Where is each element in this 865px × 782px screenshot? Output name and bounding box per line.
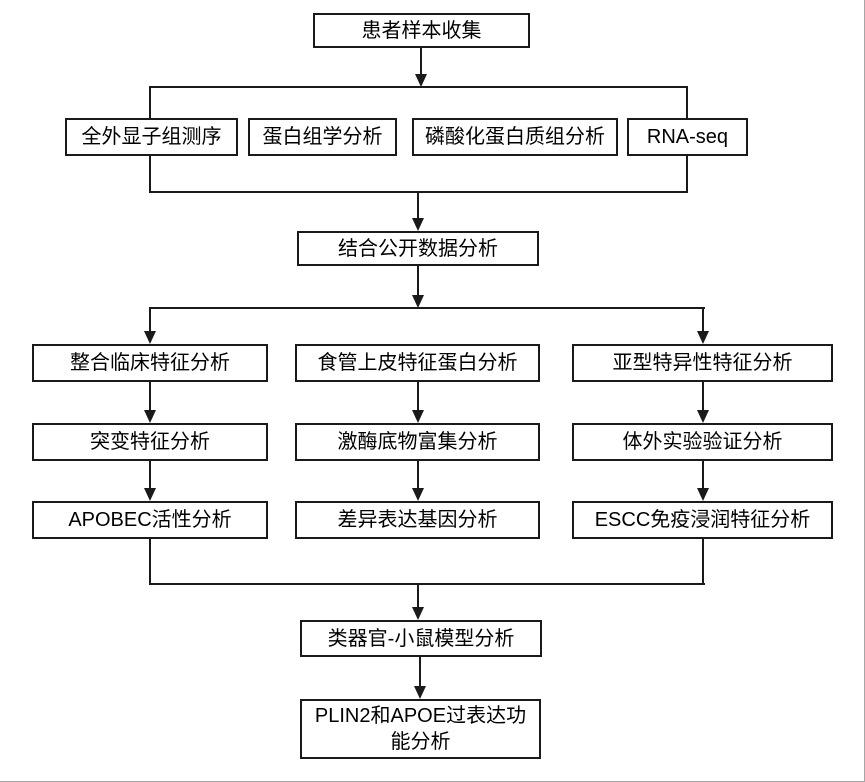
connector-kinase-to-deg — [417, 461, 419, 490]
arrow-down-icon — [414, 686, 426, 699]
node-label: ESCC免疫浸润特征分析 — [594, 509, 811, 531]
node-proteomics: 蛋白组学分析 — [248, 118, 397, 156]
node-label: 类器官-小鼠模型分析 — [327, 627, 515, 650]
node-label: 食管上皮特征蛋白分析 — [317, 352, 518, 374]
node-whole-exome-sequencing: 全外显子组测序 — [65, 118, 238, 156]
arrow-down-icon — [412, 607, 424, 620]
arrow-down-icon — [144, 331, 156, 344]
node-rna-seq: RNA-seq — [627, 118, 748, 156]
connector-mutation-to-apobec — [149, 461, 151, 490]
branch-line-top — [149, 86, 688, 88]
arrow-down-icon — [415, 74, 427, 87]
arrow-down-icon — [412, 218, 424, 231]
arrow-down-icon — [412, 488, 424, 501]
node-apobec-activity: APOBEC活性分析 — [32, 501, 268, 539]
node-label: PLIN2和APOE过表达功 能分析 — [315, 703, 526, 755]
connector-to-public-data — [417, 193, 419, 220]
merge-line — [149, 583, 705, 585]
node-mutation-signature: 突变特征分析 — [32, 423, 268, 461]
node-plin2-apoe-overexpression: PLIN2和APOE过表达功 能分析 — [300, 699, 541, 759]
node-label: 磷酸化蛋白质组分析 — [425, 126, 605, 148]
node-epithelial-proteins: 食管上皮特征蛋白分析 — [295, 344, 540, 382]
node-label: RNA-seq — [646, 126, 729, 148]
connector-subtype-to-invitro — [702, 382, 704, 412]
arrow-down-icon — [144, 488, 156, 501]
connector-patient-to-branch — [420, 48, 422, 78]
connector-apobec-down — [149, 539, 151, 585]
node-label: 亚型特异性特征分析 — [612, 352, 793, 374]
connector-invitro-to-immune — [702, 461, 704, 490]
connector-epithelial-to-kinase — [417, 382, 419, 412]
arrow-down-icon — [412, 295, 424, 308]
arrow-down-icon — [697, 488, 709, 501]
arrow-down-icon — [697, 331, 709, 344]
node-label: 患者样本收集 — [361, 19, 482, 42]
node-escc-immune-infiltration: ESCC免疫浸润特征分析 — [572, 501, 833, 539]
node-organoid-mouse-model: 类器官-小鼠模型分析 — [300, 620, 542, 657]
split-line — [149, 307, 705, 309]
node-kinase-substrate-enrichment: 激酶底物富集分析 — [295, 423, 540, 461]
node-label: 结合公开数据分析 — [338, 237, 498, 260]
connector-split-right — [702, 309, 704, 333]
connector-merge-to-organoid — [417, 585, 419, 609]
branch-line-bottom — [149, 191, 688, 193]
node-patient-sample: 患者样本收集 — [313, 13, 530, 48]
node-differential-expression: 差异表达基因分析 — [295, 501, 540, 539]
node-phosphoproteomics: 磷酸化蛋白质组分析 — [412, 118, 618, 156]
node-label: 差异表达基因分析 — [337, 509, 498, 531]
connector-organoid-to-overexpression — [419, 657, 421, 688]
connector-clinical-to-mutation — [149, 382, 151, 412]
node-clinical-features: 整合临床特征分析 — [32, 344, 268, 382]
arrow-down-icon — [412, 410, 424, 423]
node-label: 整合临床特征分析 — [70, 352, 230, 374]
connector-split-left — [149, 309, 151, 333]
connector-public-to-split — [417, 266, 419, 297]
node-label: APOBEC活性分析 — [68, 509, 232, 531]
node-label: 激酶底物富集分析 — [337, 431, 498, 453]
node-label: 体外实验验证分析 — [622, 431, 783, 453]
node-label: 突变特征分析 — [90, 431, 210, 453]
node-label: 蛋白组学分析 — [262, 126, 383, 148]
node-in-vitro-validation: 体外实验验证分析 — [572, 423, 833, 461]
node-label-line2: 能分析 — [390, 731, 451, 753]
node-subtype-specific-features: 亚型特异性特征分析 — [572, 344, 833, 382]
arrow-down-icon — [144, 410, 156, 423]
connector-immune-down — [702, 539, 704, 585]
node-public-data-analysis: 结合公开数据分析 — [297, 231, 539, 266]
node-label: 全外显子组测序 — [81, 126, 222, 148]
arrow-down-icon — [697, 410, 709, 423]
node-label-line1: PLIN2和APOE过表达功 — [314, 705, 527, 727]
